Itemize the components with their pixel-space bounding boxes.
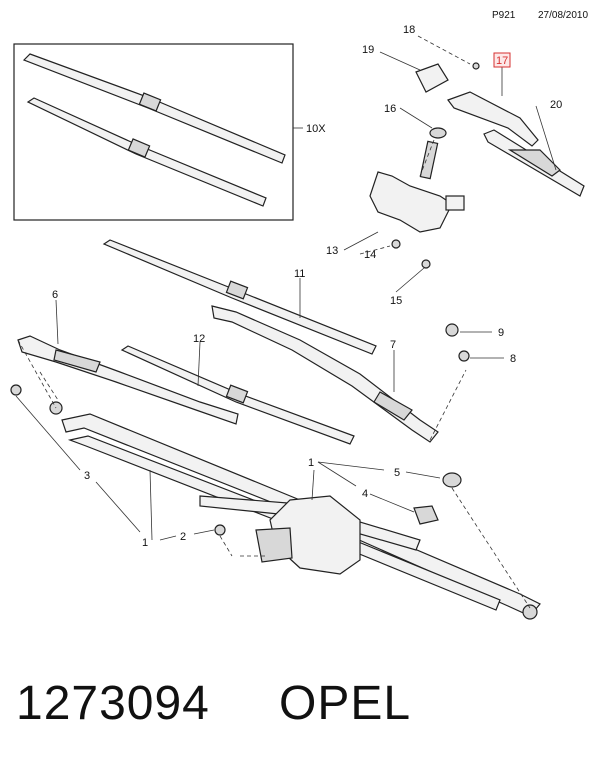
inset-frame: [13, 43, 294, 221]
cap-9: [445, 323, 459, 337]
callout-16: 16: [384, 103, 396, 115]
callout-3: 3: [84, 470, 90, 482]
callout-1-top: 1: [308, 457, 314, 469]
rear-bolt-14: [391, 239, 401, 249]
rear-wiper-motor: [369, 140, 465, 233]
rear-nut-18: [472, 62, 480, 70]
rear-blade-20: [483, 129, 585, 197]
rear-seal-16: [429, 127, 447, 139]
bushing-5: [442, 472, 462, 488]
callout-7: 7: [390, 339, 396, 351]
diagram-code: P921: [492, 10, 516, 21]
callout-4: 4: [362, 488, 368, 500]
callout-15: 15: [390, 295, 402, 307]
grommet-4: [413, 505, 439, 525]
spare-blade-upper: [22, 53, 286, 164]
callout-18: 18: [403, 24, 415, 36]
callout-19: 19: [362, 44, 374, 56]
rear-arm-17: [447, 91, 539, 147]
callout-10x: 10X: [306, 123, 326, 135]
callout-20: 20: [550, 99, 562, 111]
bolt-2: [214, 524, 226, 536]
nut-8: [458, 350, 470, 362]
callout-5: 5: [394, 467, 400, 479]
callout-2: 2: [180, 531, 186, 543]
rear-bolt-15: [421, 259, 431, 269]
callout-6: 6: [52, 289, 58, 301]
callout-17-highlight: [493, 52, 511, 68]
rear-cap-19: [415, 63, 449, 93]
callout-17: 17: [496, 55, 508, 67]
callout-14: 14: [364, 249, 376, 261]
part-number: 1273094: [16, 677, 210, 730]
front-blade-11: [102, 239, 377, 355]
front-blade-12: [120, 345, 355, 445]
wiper-motor: [255, 495, 361, 575]
parts-diagram: 18 19 17 20 16 10X 13 14 11 15 6 9 12 7 …: [10, 24, 585, 620]
front-arm-6: [17, 335, 239, 425]
callout-13: 13: [326, 245, 338, 257]
nut-3: [10, 384, 22, 396]
callout-11: 11: [294, 268, 305, 280]
diagram-date: 27/08/2010: [538, 10, 589, 21]
brand-name: OPEL: [279, 677, 412, 730]
callout-12: 12: [193, 333, 205, 345]
callout-8: 8: [510, 353, 516, 365]
front-arm-7: [211, 305, 439, 443]
callout-9: 9: [498, 327, 504, 339]
callout-1-left: 1: [142, 537, 148, 549]
spare-blade-lower: [26, 97, 267, 207]
